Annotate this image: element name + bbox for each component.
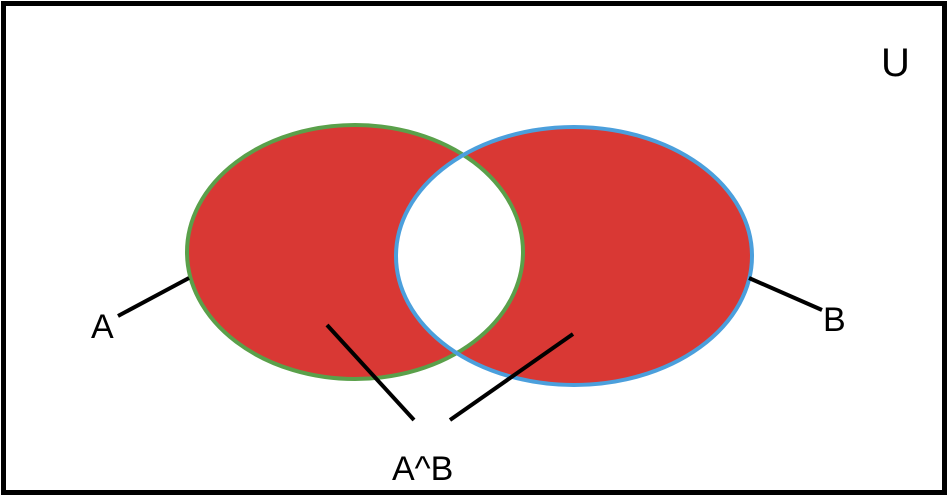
set-b-leader-line [748, 276, 823, 312]
shaded-leader-line-left [325, 323, 416, 422]
set-a-leader-line [117, 276, 190, 318]
set-b-label: B [823, 301, 846, 339]
set-a-outline [185, 123, 525, 381]
shaded-leader-line-right [448, 332, 575, 422]
intersection-region [396, 127, 523, 379]
set-a-label: A [91, 308, 114, 346]
set-b-outline [394, 125, 754, 387]
universe-label: U [881, 41, 910, 85]
shaded-region-label: A^B [392, 450, 453, 488]
